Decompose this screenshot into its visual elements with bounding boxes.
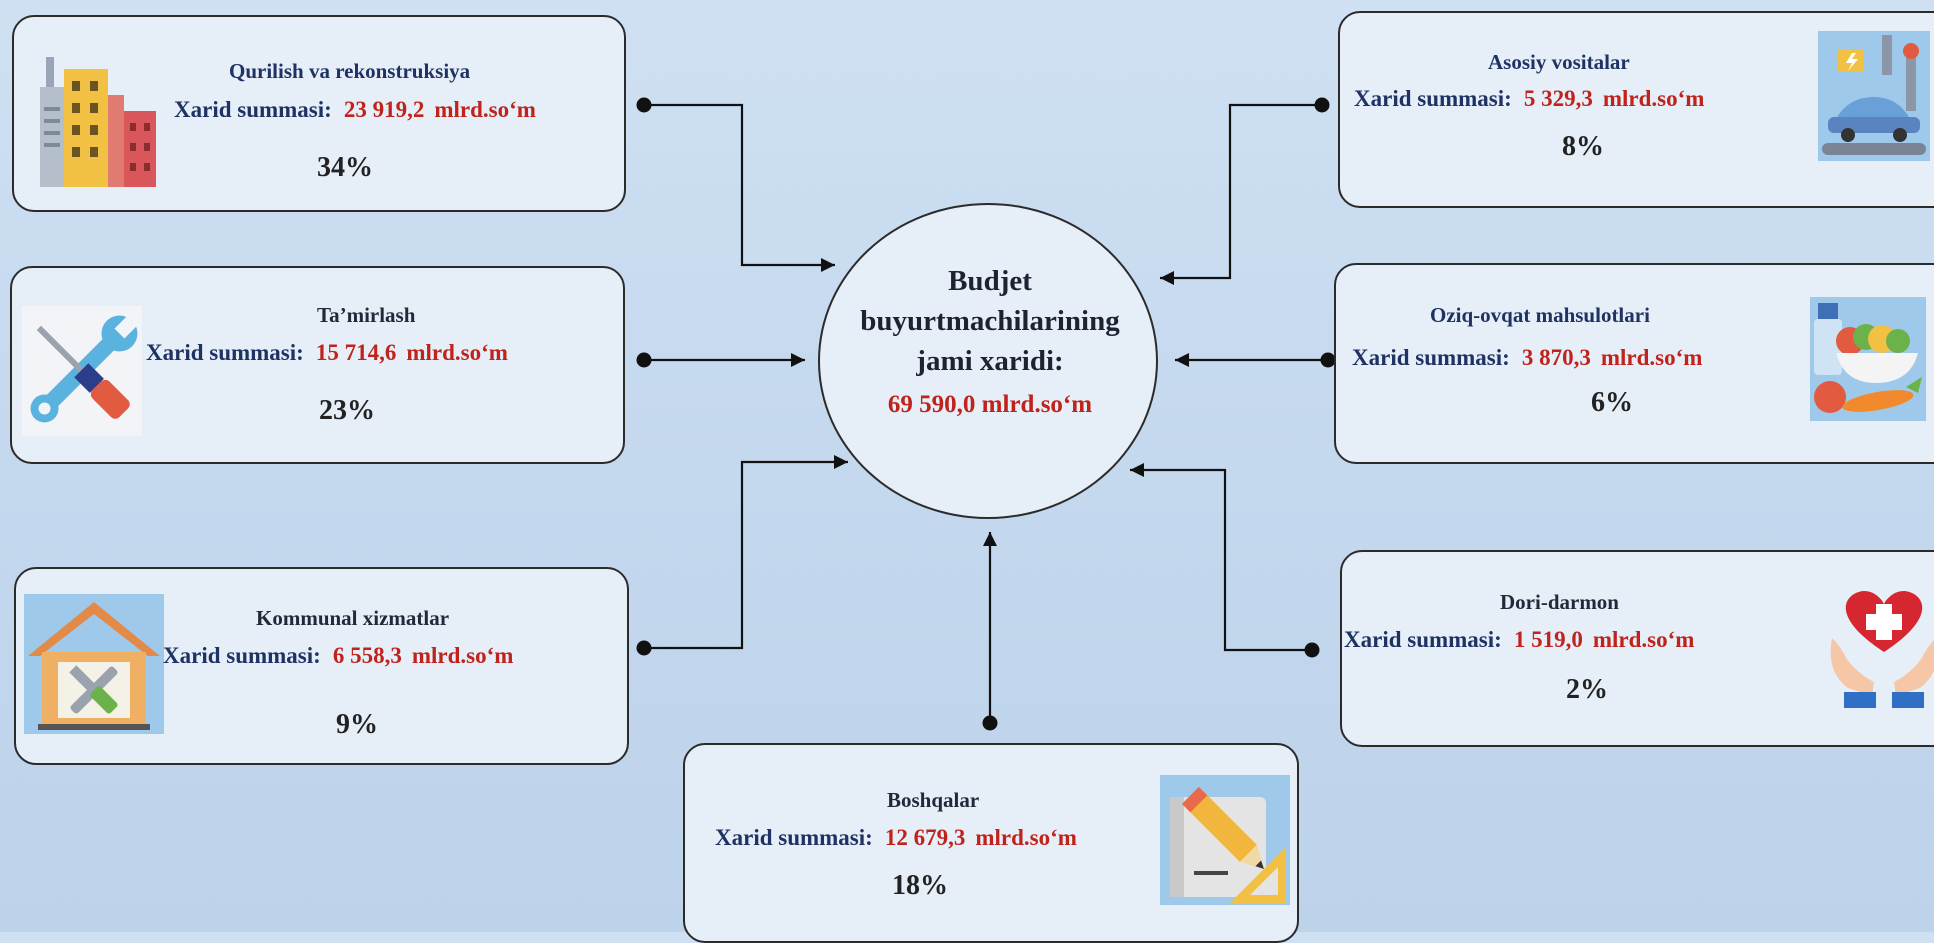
category-box-kommunal: Kommunal xizmatlar Xarid summasi: 6 558,3… (14, 567, 629, 765)
pencil-ruler-icon (1160, 775, 1290, 910)
category-sum-line: Xarid summasi: 15 714,6 mlrd.so‘m (146, 340, 508, 366)
health-heart-hands-icon (1824, 582, 1934, 717)
category-box-asosiy: Asosiy vositalar Xarid summasi: 5 329,3 ml… (1338, 11, 1934, 208)
sum-label: Xarid summasi: (1344, 627, 1502, 652)
category-unit: mlrd.so‘m (1592, 627, 1695, 652)
category-amount: 23 919,2 (343, 97, 425, 122)
category-unit: mlrd.so‘m (411, 643, 514, 668)
category-sum-line: Xarid summasi: 3 870,3 mlrd.so‘m (1352, 345, 1702, 371)
connector-dot (636, 640, 652, 656)
wrench-screwdriver-icon (22, 306, 142, 441)
connector-dot (982, 715, 998, 731)
category-percent: 34% (317, 152, 373, 183)
category-percent: 6% (1591, 387, 1633, 418)
category-unit: mlrd.so‘m (406, 340, 508, 365)
category-percent: 23% (319, 395, 375, 426)
category-percent: 2% (1566, 674, 1608, 705)
category-box-tamirlash: Ta’mirlash Xarid summasi: 15 714,6 mlrd.so… (10, 266, 625, 464)
category-sum-line: Xarid summasi: 6 558,3 mlrd.so‘m (163, 643, 513, 669)
connector-dot (1320, 352, 1336, 368)
category-unit: mlrd.so‘m (975, 825, 1077, 850)
center-line-1: Budjet (948, 265, 1032, 297)
sum-label: Xarid summasi: (715, 825, 873, 850)
category-title: Asosiy vositalar (1488, 50, 1630, 74)
category-amount: 3 870,3 (1521, 345, 1591, 370)
category-title: Ta’mirlash (317, 303, 416, 327)
connector-kommunal (644, 455, 848, 650)
category-unit: mlrd.so‘m (1602, 86, 1705, 111)
factory-robot-icon (1818, 31, 1930, 166)
connector-dori (1130, 463, 1312, 652)
category-unit: mlrd.so‘m (434, 97, 536, 122)
center-line-2: buyurtmachilarining (860, 305, 1120, 337)
category-box-oziq: Oziq-ovqat mahsulotlari Xarid summasi: 3 … (1334, 263, 1934, 464)
sum-label: Xarid summasi: (174, 97, 332, 122)
category-title: Dori-darmon (1500, 590, 1619, 614)
connector-dot (1304, 642, 1320, 658)
connector-dot (636, 97, 652, 113)
category-box-boshqalar: Boshqalar Xarid summasi: 12 679,3 mlrd.so‘… (683, 743, 1299, 943)
sum-label: Xarid summasi: (1352, 345, 1510, 370)
connector-dot (1314, 97, 1330, 113)
category-box-dori: Dori-darmon Xarid summasi: 1 519,0 mlrd.so… (1340, 550, 1934, 747)
buildings-icon (34, 47, 164, 192)
category-amount: 15 714,6 (315, 340, 397, 365)
category-percent: 8% (1562, 131, 1604, 162)
category-box-qurilish: Qurilish va rekonstruksiya Xarid summasi… (12, 15, 626, 212)
connector-asosiy (1160, 103, 1322, 285)
category-sum-line: Xarid summasi: 5 329,3 mlrd.so‘m (1354, 86, 1704, 112)
category-amount: 5 329,3 (1523, 86, 1593, 111)
category-title: Oziq-ovqat mahsulotlari (1430, 303, 1650, 327)
category-title: Kommunal xizmatlar (256, 606, 450, 630)
category-title: Boshqalar (887, 788, 980, 812)
sum-label: Xarid summasi: (146, 340, 304, 365)
category-amount: 6 558,3 (332, 643, 402, 668)
category-sum-line: Xarid summasi: 12 679,3 mlrd.so‘m (715, 825, 1077, 851)
center-total-node: Budjet buyurtmachilarining jami xaridi: … (818, 203, 1158, 519)
food-icon (1810, 297, 1926, 426)
connector-dot (636, 352, 652, 368)
category-title: Qurilish va rekonstruksiya (229, 59, 471, 83)
category-percent: 18% (892, 870, 948, 901)
center-line-3: jami xaridi: (916, 345, 1064, 377)
category-sum-line: Xarid summasi: 23 919,2 mlrd.so‘m (174, 97, 536, 123)
category-unit: mlrd.so‘m (1600, 345, 1703, 370)
center-total: 69 590,0 mlrd.so‘m (887, 391, 1093, 418)
connector-qurilish (644, 103, 835, 272)
house-tools-icon (24, 594, 164, 739)
sum-label: Xarid summasi: (163, 643, 321, 668)
category-amount: 1 519,0 (1513, 627, 1583, 652)
category-amount: 12 679,3 (884, 825, 966, 850)
sum-label: Xarid summasi: (1354, 86, 1512, 111)
category-sum-line: Xarid summasi: 1 519,0 mlrd.so‘m (1344, 627, 1694, 653)
category-percent: 9% (336, 709, 378, 740)
